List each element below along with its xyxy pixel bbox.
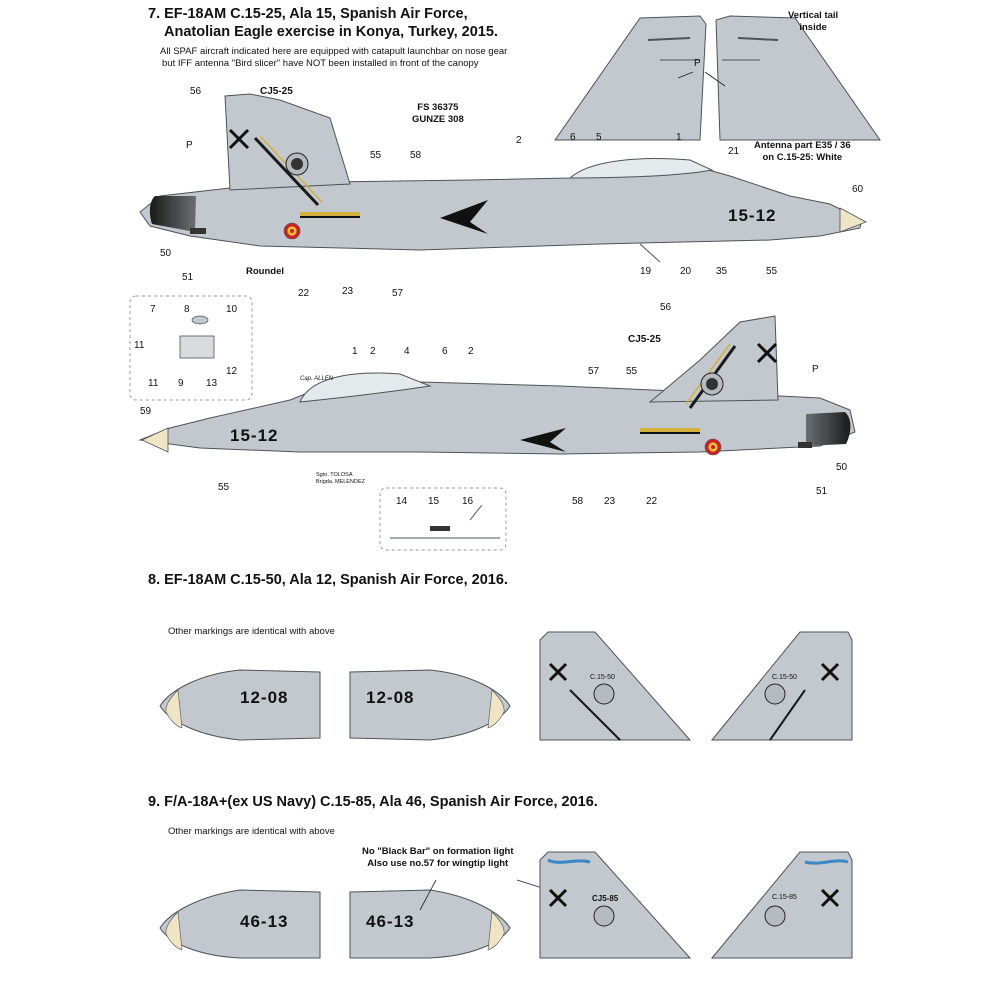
tail-s8-left: [539, 631, 692, 741]
inset2-marker: 15: [428, 496, 440, 507]
section7-note-line2: but IFF antenna "Bird slicer" have NOT b…: [162, 58, 479, 69]
aircraft-left-profile: [139, 93, 867, 263]
inset2-marker: 16: [462, 496, 474, 507]
plate-top: 15-12: [728, 206, 777, 225]
crew-names: Sgto. TOLOSA Brigda. MELENDEZ: [316, 472, 365, 485]
marker: 51: [182, 272, 194, 283]
marker: 2: [370, 346, 376, 357]
inset-door-detail: [390, 504, 500, 539]
section9-callout: No "Black Bar" on formation light Also u…: [362, 846, 514, 869]
marker: 57: [392, 288, 404, 299]
marker: 59: [140, 406, 152, 417]
marker: 50: [160, 248, 172, 259]
marker: 5: [596, 132, 602, 143]
tail-s9-right: [710, 851, 853, 959]
marker: 1: [352, 346, 358, 357]
marker: 55: [370, 150, 382, 161]
plate-bottom: 15-12: [230, 426, 279, 445]
marker: 21: [728, 146, 740, 157]
section8-note: Other markings are identical with above: [168, 626, 335, 637]
aircraft-right-profile: [138, 315, 856, 456]
marker: 22: [298, 288, 310, 299]
marker: 55: [218, 482, 230, 493]
section7-note-line1: All SPAF aircraft indicated here are equ…: [160, 46, 508, 57]
vertical-tail-inside-label: Vertical tail inside: [788, 10, 839, 33]
tail-code-s8: C.15-50: [590, 674, 615, 681]
inset-marker: 13: [206, 378, 218, 389]
vertical-tail-inside: [715, 15, 881, 141]
marker: 23: [604, 496, 616, 507]
section9-title: 9. F/A-18A+(ex US Navy) C.15-85, Ala 46,…: [148, 794, 598, 810]
marker: 19: [640, 266, 652, 277]
pilot-name: Cap. ALLEN: [300, 376, 334, 382]
roundel-label: Roundel: [246, 266, 284, 277]
inset-marker: 7: [150, 304, 156, 315]
inset-marker: 11: [148, 378, 159, 389]
vertical-tail-outside: [554, 15, 707, 141]
inset-box-2: [379, 487, 507, 551]
plate-s8-left: 12-08: [240, 688, 289, 707]
nose-left-s9: [159, 889, 321, 959]
marker: 6: [442, 346, 448, 357]
fs-color-label: FS 36375 GUNZE 308: [412, 102, 464, 125]
marker: 1: [676, 132, 682, 143]
marker: 58: [572, 496, 584, 507]
tail-s8-right: [710, 631, 853, 741]
plate-s9-right: 46-13: [366, 912, 415, 931]
marker: 4: [404, 346, 410, 357]
tail-s9-left: [539, 851, 692, 959]
inset-box-1: [129, 295, 253, 401]
inset2-marker: 14: [396, 496, 408, 507]
marker: 58: [410, 150, 422, 161]
marker: 2: [516, 135, 522, 146]
tail-code-top: CJ5-25: [260, 86, 293, 97]
section8-title: 8. EF-18AM C.15-50, Ala 12, Spanish Air …: [148, 572, 508, 588]
marker: 22: [646, 496, 658, 507]
marker: P: [186, 140, 193, 151]
marker: 60: [852, 184, 864, 195]
marker: 56: [190, 86, 202, 97]
marker: 50: [836, 462, 848, 473]
inset-marker: 9: [178, 378, 184, 389]
inset-marker: 11: [134, 340, 145, 351]
tail-code-s9: CJ5-85: [592, 894, 619, 903]
marker: 2: [468, 346, 474, 357]
marker: 6: [570, 132, 576, 143]
section9-note: Other markings are identical with above: [168, 826, 335, 837]
inset-marker: 10: [226, 304, 238, 315]
marker: 35: [716, 266, 728, 277]
marker: 23: [342, 286, 354, 297]
nose-right-s9: [349, 889, 511, 959]
inset-marker: 12: [226, 366, 238, 377]
marker: P: [812, 364, 819, 375]
plate-s8-right: 12-08: [366, 688, 415, 707]
inset-gear-detail: [179, 315, 215, 359]
section7-title-line1: 7. EF-18AM C.15-25, Ala 15, Spanish Air …: [148, 6, 468, 22]
antenna-note: Antenna part E35 / 36 on C.15-25: White: [754, 140, 851, 163]
section7-title-line2: Anatolian Eagle exercise in Konya, Turke…: [164, 24, 498, 40]
marker: 57: [588, 366, 600, 377]
nose-right-s8: [349, 669, 511, 741]
tail-code-bottom: CJ5-25: [628, 334, 661, 345]
plate-s9-left: 46-13: [240, 912, 289, 931]
marker: 55: [766, 266, 778, 277]
marker: 20: [680, 266, 692, 277]
tail-code-s9-right: C.15-85: [772, 894, 797, 901]
tail-code-s8-right: C.15-50: [772, 674, 797, 681]
marker: 51: [816, 486, 828, 497]
marker: 55: [626, 366, 638, 377]
marker: P: [694, 58, 701, 69]
inset-marker: 8: [184, 304, 190, 315]
marker: 56: [660, 302, 672, 313]
nose-left-s8: [159, 669, 321, 741]
